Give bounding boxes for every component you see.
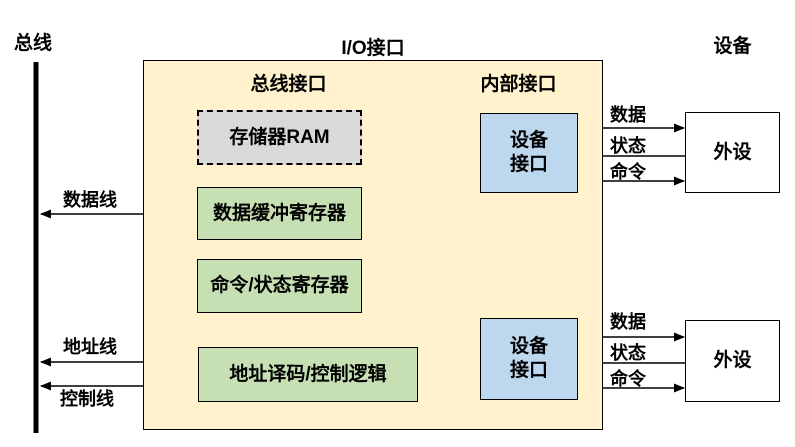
address-decode-control-logic-block: 地址译码/控制逻辑 [198,347,418,402]
channel-command-label-2: 命令 [610,369,646,389]
command-status-register-block: 命令/状态寄存器 [197,259,362,313]
channel-status-label-2: 状态 [610,343,646,363]
device-interface-block-2: 设备 接口 [480,318,578,400]
data-buffer-register-block: 数据缓冲寄存器 [197,187,362,240]
device-interface-block-1: 设备 接口 [480,113,578,193]
devices-label: 设备 [713,36,752,57]
channel-data-label-2: 数据 [610,312,646,332]
data-line-label: 数据线 [63,190,117,210]
section-internal-interface: 内部接口 [480,74,557,95]
control-line-label: 控制线 [60,389,114,409]
bus-label: 总线 [14,33,53,54]
peripheral-block-2: 外设 [685,320,780,402]
channel-command-label-1: 命令 [610,162,646,182]
device-interface-label-line2: 接口 [509,360,548,381]
peripheral-block-1: 外设 [685,112,780,193]
channel-status-label-1: 状态 [610,136,646,156]
channel-data-label-1: 数据 [610,105,646,125]
device-interface-label-line2: 接口 [509,154,548,175]
diagram-title: I/O接口 [341,38,405,59]
section-bus-interface: 总线接口 [250,74,327,95]
device-interface-label-line1: 设备 [509,336,548,358]
address-line-label: 地址线 [63,337,117,357]
ram-block: 存储器RAM [197,110,362,165]
device-interface-label-line1: 设备 [509,130,548,152]
